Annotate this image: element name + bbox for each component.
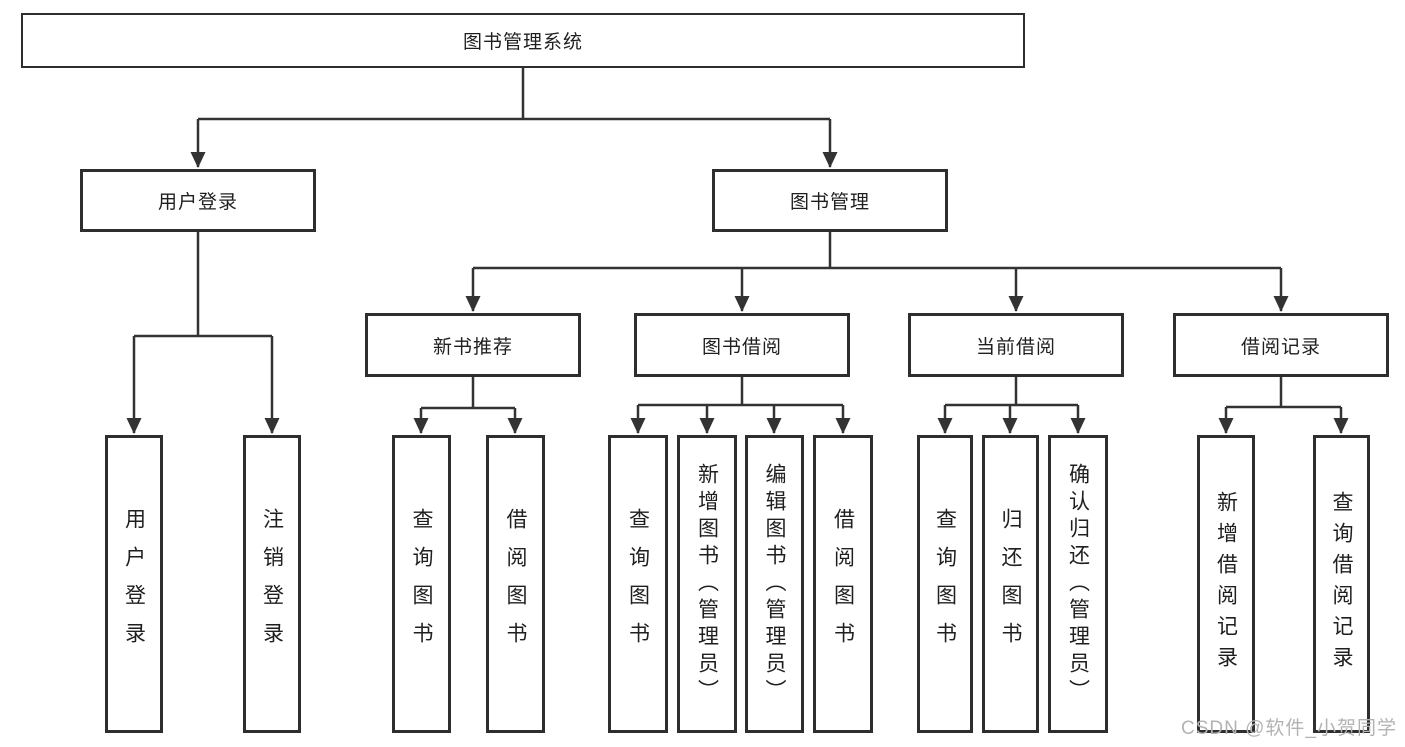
node-new-book-recommend: 新书推荐 [365, 313, 581, 377]
leaf-cb-return-books: 归还图书 [982, 435, 1039, 733]
node-new-book-recommend-label: 新书推荐 [432, 336, 513, 358]
leaf-bb-edit-books-admin: 编辑图书（管理员） [745, 435, 804, 733]
connector-stems [134, 68, 1341, 410]
leaf-user-login: 用户登录 [105, 435, 163, 733]
node-root: 图书管理系统 [21, 13, 1025, 68]
leaf-bb-edit-books-admin-label: 编辑图书（管理员） [763, 462, 786, 706]
node-book-management: 图书管理 [712, 169, 948, 232]
csdn-watermark: CSDN @软件_小贺同学 [1181, 718, 1397, 739]
leaf-br-add-record-label: 新增借阅记录 [1214, 491, 1238, 677]
leaf-rec-query-books: 查询图书 [392, 435, 451, 733]
leaf-rec-borrow-books-label: 借阅图书 [504, 508, 527, 660]
leaf-bb-borrow-books-label: 借阅图书 [831, 508, 855, 660]
leaf-br-query-record-label: 查询借阅记录 [1330, 491, 1353, 677]
node-user-login-label: 用户登录 [157, 192, 238, 213]
node-borrowing-records-label: 借阅记录 [1240, 336, 1321, 358]
leaf-rec-query-books-label: 查询图书 [410, 508, 433, 660]
leaf-bb-add-books-admin: 新增图书（管理员） [677, 435, 737, 733]
leaf-rec-borrow-books: 借阅图书 [486, 435, 545, 733]
node-borrowing-records: 借阅记录 [1173, 313, 1389, 377]
leaf-cb-return-books-label: 归还图书 [999, 508, 1022, 660]
leaf-logout: 注销登录 [243, 435, 301, 733]
leaf-bb-add-books-admin-label: 新增图书（管理员） [695, 462, 719, 706]
leaf-cb-query-books-label: 查询图书 [933, 508, 957, 660]
leaf-bb-query-books-label: 查询图书 [626, 508, 650, 660]
node-book-management-label: 图书管理 [789, 192, 870, 213]
node-current-borrowing: 当前借阅 [908, 313, 1124, 377]
node-root-label: 图书管理系统 [462, 32, 583, 53]
leaf-logout-label: 注销登录 [260, 508, 284, 660]
node-book-borrowing-label: 图书借阅 [701, 336, 782, 358]
leaf-bb-borrow-books: 借阅图书 [813, 435, 873, 733]
leaf-br-query-record: 查询借阅记录 [1313, 435, 1370, 733]
leaf-user-login-label: 用户登录 [122, 508, 146, 660]
leaf-cb-confirm-return-admin: 确认归还（管理员） [1048, 435, 1108, 733]
leaf-br-add-record: 新增借阅记录 [1197, 435, 1255, 733]
connector-arrows [126, 119, 1349, 434]
node-user-login: 用户登录 [80, 169, 316, 232]
node-book-borrowing: 图书借阅 [634, 313, 850, 377]
leaf-cb-query-books: 查询图书 [917, 435, 973, 733]
node-current-borrowing-label: 当前借阅 [975, 336, 1056, 358]
leaf-cb-confirm-return-admin-label: 确认归还（管理员） [1066, 462, 1090, 706]
leaf-bb-query-books: 查询图书 [608, 435, 668, 733]
